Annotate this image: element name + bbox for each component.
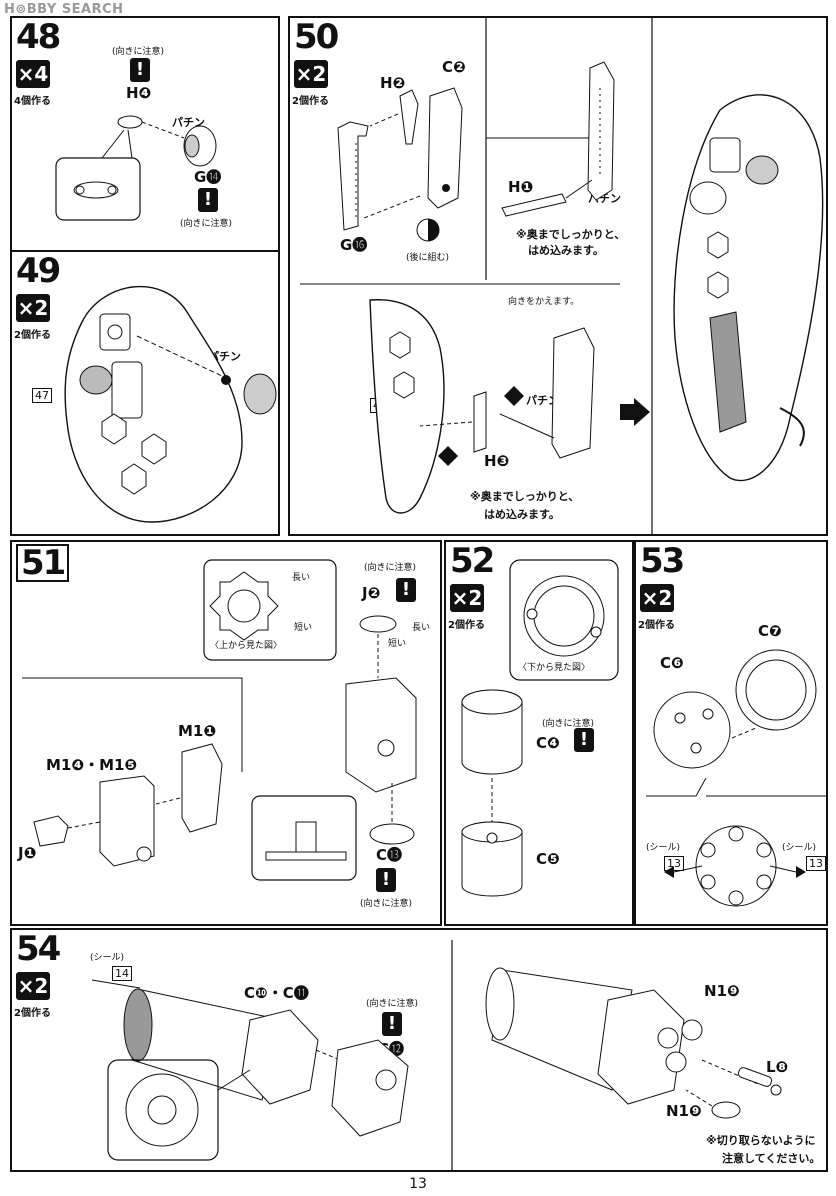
seal-number: 13	[806, 856, 826, 871]
seal-number: 14	[112, 966, 132, 981]
snap-label: パチン	[526, 394, 559, 407]
part-label-c7: C❼	[758, 622, 782, 640]
part-label-n19-top: N1❾	[704, 982, 740, 1000]
long-label: 長い	[292, 573, 311, 583]
part-label-j2: J❷	[362, 584, 381, 602]
instruction-note: ※奥までしっかりと、	[516, 228, 626, 241]
top-view-caption: 〈上から見た図〉	[210, 641, 283, 651]
multiplier-badge: ×2	[16, 294, 50, 322]
part-label-h3: H❸	[484, 452, 510, 470]
assemble-later-note: (後に組む)	[406, 253, 450, 263]
part-label-h1: H❶	[508, 178, 534, 196]
seal-label: (シール)	[90, 953, 125, 963]
warning-note: 注意してください。	[722, 1152, 821, 1165]
step-number: 51	[16, 544, 70, 582]
make-count: 2個作る	[14, 1008, 51, 1019]
step-number: 53	[640, 541, 685, 581]
caution-label: (向きに注意)	[542, 719, 595, 729]
seal-number: 13	[664, 856, 684, 871]
step-54-panel: 54 ×2 2個作る (シール) 14 C❿・C⓫ (向きに注意) ! C⓬ N…	[10, 928, 828, 1172]
step-48-panel: 48 ×4 4個作る (向きに注意) ! H❹ パチン G⓮ ! (向きに注意)	[10, 16, 280, 252]
make-count: 2個作る	[292, 96, 329, 107]
long-label: 長い	[412, 623, 431, 633]
part-label-g16: G⓰	[340, 236, 368, 254]
multiplier-badge: ×2	[16, 972, 50, 1000]
part-label-l8: L❽	[766, 1058, 789, 1076]
step-number: 49	[16, 251, 61, 291]
part-label-c2: C❷	[442, 58, 466, 76]
caution-label: (向きに注意)	[180, 219, 233, 229]
step-53-drawing	[646, 649, 826, 907]
instruction-note: はめ込みます。	[484, 508, 560, 521]
step-reference: 47	[32, 388, 52, 403]
step-48-drawing	[55, 115, 217, 221]
step-49-drawing	[64, 285, 277, 523]
watermark: H⊚BBY SEARCH	[4, 2, 124, 17]
part-label-c13: C⓭	[376, 846, 403, 864]
warning-note: ※切り取らないように	[706, 1134, 816, 1147]
part-label-m1-45: M1❹・M1❺	[46, 756, 138, 774]
multiplier-badge: ×2	[450, 584, 484, 612]
make-count: 2個作る	[638, 620, 675, 631]
instruction-note: はめ込みます。	[528, 244, 604, 257]
step-51-drawing	[22, 559, 417, 881]
multiplier-badge: ×4	[16, 60, 50, 88]
step-number: 52	[450, 541, 495, 581]
snap-label: パチン	[172, 116, 205, 129]
instruction-note: ※奥までしっかりと、	[470, 490, 580, 503]
seal-label: (シール)	[646, 843, 681, 853]
part-label-g14: G⓮	[194, 168, 222, 186]
caution-icon: !	[376, 868, 396, 892]
caution-label: (向きに注意)	[360, 899, 413, 909]
seal-label: (シール)	[782, 843, 817, 853]
step-number: 48	[16, 17, 61, 57]
short-label: 短い	[294, 623, 313, 633]
bottom-view-caption: 〈下から見た図〉	[518, 663, 591, 673]
part-label-c6: C❻	[660, 654, 684, 672]
make-count: 2個作る	[448, 620, 485, 631]
caution-label: (向きに注意)	[366, 999, 419, 1009]
part-label-h2: H❷	[380, 74, 406, 92]
caution-icon: !	[574, 728, 594, 752]
part-label-c5: C❺	[536, 850, 560, 868]
step-52-panel: 52 ×2 2個作る 〈下から見た図〉 (向きに注意) C❹ ! C❺	[444, 540, 634, 926]
step-50-panel: 50 ×2 2個作る H❷ C❷ G⓰ (後に組む) H❶ パチン ※奥までしっ…	[288, 16, 828, 536]
step-51-panel: 51 長い 短い 〈上から見た図〉 (向きに注意) J❷ ! 長い 短い M1❶…	[10, 540, 442, 926]
part-label-c10-11: C❿・C⓫	[244, 984, 309, 1002]
page-number: 13	[409, 1176, 427, 1192]
make-count: 4個作る	[14, 96, 51, 107]
multiplier-badge: ×2	[294, 60, 328, 88]
short-label: 短い	[388, 639, 407, 649]
step-number: 50	[294, 17, 339, 57]
caution-icon: !	[130, 58, 150, 82]
part-label-c4: C❹	[536, 734, 560, 752]
direction-note: 向きをかえます。	[508, 297, 580, 307]
caution-label: (向きに注意)	[364, 563, 417, 573]
caution-icon: !	[198, 188, 218, 212]
step-52-drawing	[461, 559, 619, 897]
step-50-drawing	[300, 18, 824, 534]
multiplier-badge: ×2	[640, 584, 674, 612]
step-54-drawing	[91, 940, 782, 1170]
make-count: 2個作る	[14, 330, 51, 341]
caution-icon: !	[396, 578, 416, 602]
caution-label: (向きに注意)	[112, 47, 165, 57]
caution-icon: !	[382, 1012, 402, 1036]
part-label-h4: H❹	[126, 84, 152, 102]
step-49-panel: 49 ×2 2個作る 47 パチン	[10, 250, 280, 536]
step-53-panel: 53 ×2 2個作る C❼ C❻ (シール) 13 (シール) 13	[634, 540, 828, 926]
step-number: 54	[16, 929, 61, 969]
part-label-j1: J❶	[18, 844, 37, 862]
part-label-n19-bottom: N1❾	[666, 1102, 702, 1120]
part-label-m1-1: M1❶	[178, 722, 217, 740]
